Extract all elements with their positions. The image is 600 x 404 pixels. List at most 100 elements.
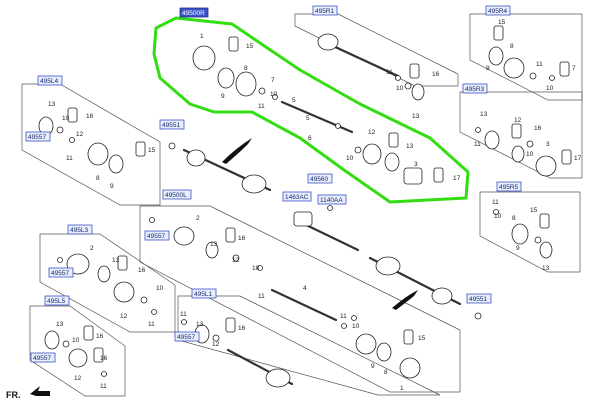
code-49557-l4[interactable]: 49557 <box>28 134 46 141</box>
num-13-l4: 13 <box>48 101 56 108</box>
code-495L4[interactable]: 495L4 <box>40 78 58 85</box>
code-49557-l5[interactable]: 49557 <box>33 355 51 362</box>
parts-drawings <box>38 25 572 388</box>
part-code-labels[interactable]: 49500R 495R1 495R4 495L4 495R3 49551 495… <box>25 5 522 363</box>
num-13-l5: 13 <box>56 321 64 328</box>
num-16-l0: 16 <box>238 235 246 242</box>
num-16-l1: 16 <box>238 325 246 332</box>
num-17: 17 <box>453 175 461 182</box>
num-10-r4: 10 <box>546 85 554 92</box>
code-1463AC[interactable]: 1463AC <box>285 194 309 201</box>
num-13-r1: 13 <box>412 113 420 120</box>
num-11-r4: 11 <box>536 61 543 68</box>
num-7: 7 <box>271 77 275 84</box>
num-12-l3: 12 <box>120 313 128 320</box>
code-49557-l3[interactable]: 49557 <box>51 270 69 277</box>
num-8-l0: 8 <box>384 369 388 376</box>
pointer-arrow-lower <box>392 290 418 310</box>
num-9-r5: 9 <box>516 245 520 252</box>
code-49551-upper[interactable]: 49551 <box>162 122 180 129</box>
num-11-l3: 11 <box>148 321 155 328</box>
num-8-r4: 8 <box>510 43 514 50</box>
num-16-l4: 16 <box>86 113 94 120</box>
num-12-l0: 12 <box>232 257 240 264</box>
code-49557-l1[interactable]: 49557 <box>177 334 195 341</box>
code-495R1[interactable]: 495R1 <box>315 8 335 15</box>
num-10b: 10 <box>346 155 354 162</box>
num-4: 4 <box>303 285 307 292</box>
num-11-l5: 11 <box>100 383 107 390</box>
num-13-l3: 13 <box>112 257 120 264</box>
code-49557-l0[interactable]: 49557 <box>147 233 165 240</box>
num-10-r3: 10 <box>526 151 534 158</box>
code-49500L[interactable]: 49500L <box>165 192 187 199</box>
num-12-l5: 12 <box>74 375 82 382</box>
num-10-l3: 10 <box>156 285 164 292</box>
num-10-l0b: 10 <box>352 323 360 330</box>
code-1140AA[interactable]: 1140AA <box>320 197 343 204</box>
num-5b: 5 <box>306 115 310 122</box>
code-49500R[interactable]: 49500R <box>182 10 205 17</box>
code-495R5[interactable]: 495R5 <box>499 184 519 191</box>
num-11-r1: 11 <box>386 69 393 76</box>
num-10: 10 <box>270 91 278 98</box>
num-16-l3: 16 <box>138 267 146 274</box>
num-13-l1: 13 <box>196 321 204 328</box>
num-9-l0: 9 <box>371 363 375 370</box>
num-10-l5: 10 <box>72 337 80 344</box>
num-15-r4: 15 <box>498 19 506 26</box>
num-12-l1: 12 <box>212 341 220 348</box>
num-15: 15 <box>246 43 254 50</box>
num-9-l4: 9 <box>110 183 114 190</box>
code-49551-lower[interactable]: 49551 <box>469 296 487 303</box>
num-10-r1: 10 <box>396 85 404 92</box>
num-8-l4: 8 <box>96 175 100 182</box>
num-11-l1: 11 <box>180 311 187 318</box>
code-495L5[interactable]: 495L5 <box>47 298 65 305</box>
num-1: 1 <box>200 33 204 40</box>
num-11: 11 <box>258 103 265 110</box>
shaft-intermediate <box>298 220 360 252</box>
num-12: 12 <box>368 129 376 136</box>
num-9-r4: 9 <box>486 65 490 72</box>
num-5: 5 <box>292 97 296 104</box>
num-11-r5: 11 <box>492 199 499 206</box>
num-11-r3: 11 <box>474 141 481 148</box>
num-6: 6 <box>308 135 312 142</box>
pointer-arrow-upper <box>222 138 252 164</box>
item-numbers: 1 15 9 8 7 11 10 5 5 6 12 10 13 3 17 16 … <box>48 19 582 392</box>
shaft-l-center <box>270 288 338 322</box>
num-10-l0: 10 <box>252 265 260 272</box>
num-2: 2 <box>196 215 200 222</box>
num-11-l0b: 11 <box>340 313 347 320</box>
code-495R3[interactable]: 495R3 <box>465 86 485 93</box>
selection-highlight <box>152 16 470 204</box>
num-12-l4: 12 <box>76 131 84 138</box>
num-1-l0: 1 <box>400 385 404 392</box>
code-49560[interactable]: 49560 <box>310 176 328 183</box>
num-10-r5: 10 <box>494 213 502 220</box>
code-495L1[interactable]: 495L1 <box>194 291 212 298</box>
num-11-l0: 11 <box>258 293 265 300</box>
num-7-r4: 7 <box>572 65 576 72</box>
num-16-l5: 16 <box>96 333 104 340</box>
front-direction-indicator: FR. <box>6 386 50 400</box>
num-15-r5: 15 <box>530 207 538 214</box>
num-3-r3: 3 <box>546 141 550 148</box>
num-17-r3: 17 <box>574 155 582 162</box>
num-13-l0: 13 <box>210 241 218 248</box>
num-15-l4: 15 <box>148 147 156 154</box>
num-9: 9 <box>221 93 225 100</box>
code-495L3[interactable]: 495L3 <box>70 227 88 234</box>
front-label: FR. <box>6 390 21 400</box>
num-15-l0: 15 <box>418 335 426 342</box>
num-12-r3: 12 <box>514 117 522 124</box>
code-495R4[interactable]: 495R4 <box>488 8 508 15</box>
num-14-l5: 16 <box>100 355 108 362</box>
num-11-l4: 11 <box>66 155 73 162</box>
num-13: 13 <box>406 143 414 150</box>
num-8: 8 <box>244 65 248 72</box>
num-13-r5: 13 <box>542 265 550 272</box>
num-16-r1: 16 <box>432 71 440 78</box>
